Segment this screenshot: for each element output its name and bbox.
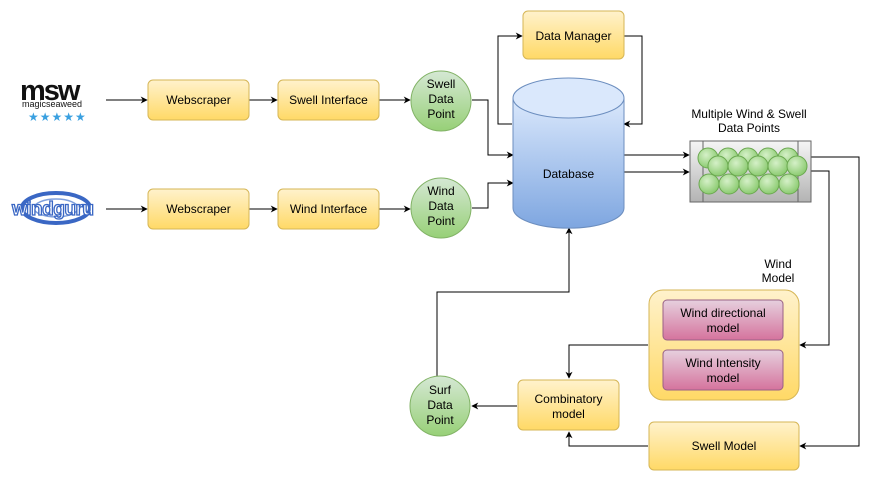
data-point-ball [767, 155, 789, 177]
data-point-ball [718, 173, 740, 195]
wind-directional-line-2: model [707, 321, 740, 335]
data-point-ball [778, 173, 800, 195]
windguru-logo: windguru [10, 191, 95, 225]
surf-point-line-2: Data [427, 398, 453, 412]
wind-intensity-line-1: Wind Intensity [685, 356, 760, 370]
edge-swell-point-database [472, 99, 514, 159]
data-point-ball [707, 155, 729, 177]
wind-point-line-2: Data [428, 199, 454, 213]
swell-interface-box: Swell Interface [277, 79, 380, 121]
combinatory-model-box: Combinatory model [517, 379, 620, 431]
multi-points-title-line-2: Data Points [718, 121, 780, 135]
data-point-ball [786, 155, 808, 177]
data-point-balls [697, 147, 808, 195]
edge-data-manager-database [623, 35, 643, 128]
swell-interface-label: Swell Interface [289, 93, 368, 107]
webscraper-wind-label: Webscraper [166, 202, 230, 216]
surf-point-line-1: Surf [429, 383, 452, 397]
edge-surf-point-database [436, 227, 573, 376]
swell-data-point-circle: Swell Data Point [410, 70, 472, 132]
swell-model-label: Swell Model [692, 439, 757, 453]
combinatory-line-1: Combinatory [534, 392, 602, 406]
wind-point-line-1: Wind [427, 184, 454, 198]
database-label: Database [543, 167, 595, 181]
magicseaweed-logo: msw magicseaweed ★★★★★ [20, 75, 87, 124]
windguru-wordmark: windguru [11, 199, 93, 220]
database-cylinder: Database [512, 77, 625, 229]
edge-datapoints-swell-model [799, 156, 860, 450]
wind-data-point-circle: Wind Data Point [410, 177, 472, 239]
wind-interface-box: Wind Interface [277, 188, 380, 230]
combinatory-line-2: model [552, 407, 585, 421]
msw-rating-stars: ★★★★★ [28, 110, 87, 124]
data-point-ball [747, 155, 769, 177]
edge-wind-point-database [472, 179, 514, 209]
wind-model-group: Wind Model Wind directional model Wind I… [648, 257, 800, 401]
edge-datapoints-wind-model [799, 170, 830, 349]
swell-model-box: Swell Model [648, 421, 800, 471]
data-point-ball [698, 173, 720, 195]
data-manager-box: Data Manager [522, 10, 625, 60]
wind-intensity-box: Wind Intensity model [662, 349, 784, 391]
connectors [106, 32, 860, 450]
webscraper-swell-box: Webscraper [147, 79, 250, 121]
swell-point-line-3: Point [427, 107, 455, 121]
data-point-ball [727, 155, 749, 177]
wind-model-title-line-1: Wind [764, 257, 791, 271]
edge-wind-model-combinatory [565, 344, 648, 379]
swell-point-line-2: Data [428, 92, 454, 106]
webscraper-swell-label: Webscraper [166, 93, 230, 107]
wind-intensity-line-2: model [707, 371, 740, 385]
wind-directional-line-1: Wind directional [680, 306, 765, 320]
wind-interface-label: Wind Interface [290, 202, 368, 216]
multiple-data-points: Multiple Wind & Swell Data Points [689, 107, 812, 203]
data-manager-label: Data Manager [535, 29, 611, 43]
surf-point-line-3: Point [426, 413, 454, 427]
webscraper-wind-box: Webscraper [147, 188, 250, 230]
multi-points-title-line-1: Multiple Wind & Swell [691, 107, 806, 121]
data-point-ball [758, 173, 780, 195]
surf-data-point-circle: Surf Data Point [409, 375, 471, 437]
wind-point-line-3: Point [427, 214, 455, 228]
wind-directional-box: Wind directional model [662, 299, 784, 341]
edge-swell-model-combinatory [565, 431, 648, 447]
swell-point-line-1: Swell [427, 77, 456, 91]
msw-mark: msw [20, 75, 81, 107]
edge-database-data-manager [497, 32, 523, 125]
msw-wordmark: magicseaweed [22, 99, 82, 109]
wind-model-title-line-2: Model [762, 271, 795, 285]
data-point-ball [738, 173, 760, 195]
